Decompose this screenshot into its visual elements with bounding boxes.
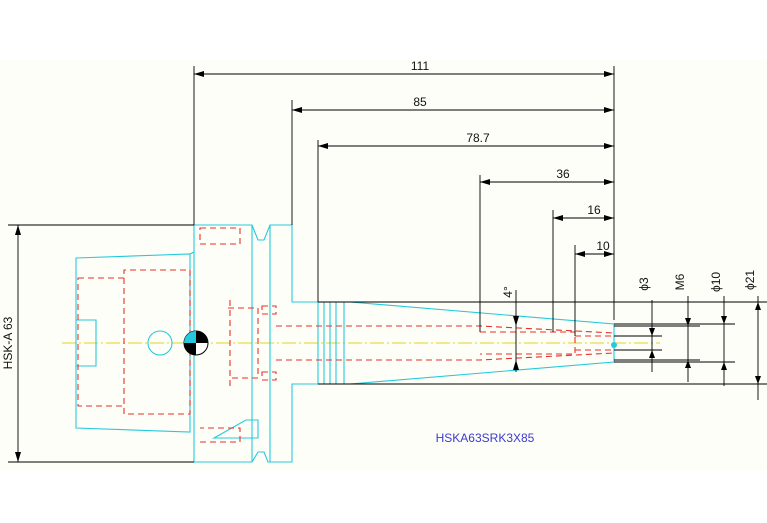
flange-step-top bbox=[189, 251, 195, 255]
dim-bore-depth: 36 bbox=[556, 167, 570, 181]
dim-dia-pilot: ϕ3 bbox=[637, 277, 651, 291]
dimension-lines bbox=[8, 66, 767, 463]
flange-pocket-bottom bbox=[200, 427, 241, 443]
set-screw-top bbox=[261, 305, 277, 315]
nozzle-point bbox=[611, 342, 617, 348]
dim-dia-bore: ϕ10 bbox=[709, 272, 723, 292]
dim-pilot-depth: 10 bbox=[596, 239, 610, 253]
part-number-label: HSKA63SRK3X85 bbox=[436, 431, 535, 445]
dim-thread-depth: 16 bbox=[587, 203, 601, 217]
dim-gauge-length: 85 bbox=[413, 95, 427, 109]
dim-taper-angle: 4° bbox=[501, 286, 515, 298]
shank-bore bbox=[77, 269, 191, 415]
center-mark-symbol bbox=[183, 330, 209, 356]
set-screw-bottom bbox=[261, 371, 277, 381]
dim-dia-nose: ϕ21 bbox=[743, 270, 757, 290]
inner-bore-bottom bbox=[276, 352, 615, 361]
clamp-bore bbox=[228, 307, 259, 379]
collet-seat bbox=[480, 331, 576, 355]
dim-thread: M6 bbox=[673, 273, 687, 290]
dim-shank: HSK-A 63 bbox=[1, 316, 15, 369]
drive-slot bbox=[211, 419, 259, 439]
shank-slot bbox=[76, 319, 97, 367]
dim-overall-length: 111 bbox=[411, 59, 430, 73]
hidden-lines bbox=[77, 227, 615, 443]
dim-taper-length: 78.7 bbox=[466, 131, 490, 145]
shank-hole bbox=[147, 330, 173, 356]
drawing-sheet bbox=[0, 60, 767, 470]
hsk-shank bbox=[75, 253, 191, 433]
pilot-bore bbox=[575, 335, 614, 351]
flange-pocket-top bbox=[199, 227, 241, 245]
